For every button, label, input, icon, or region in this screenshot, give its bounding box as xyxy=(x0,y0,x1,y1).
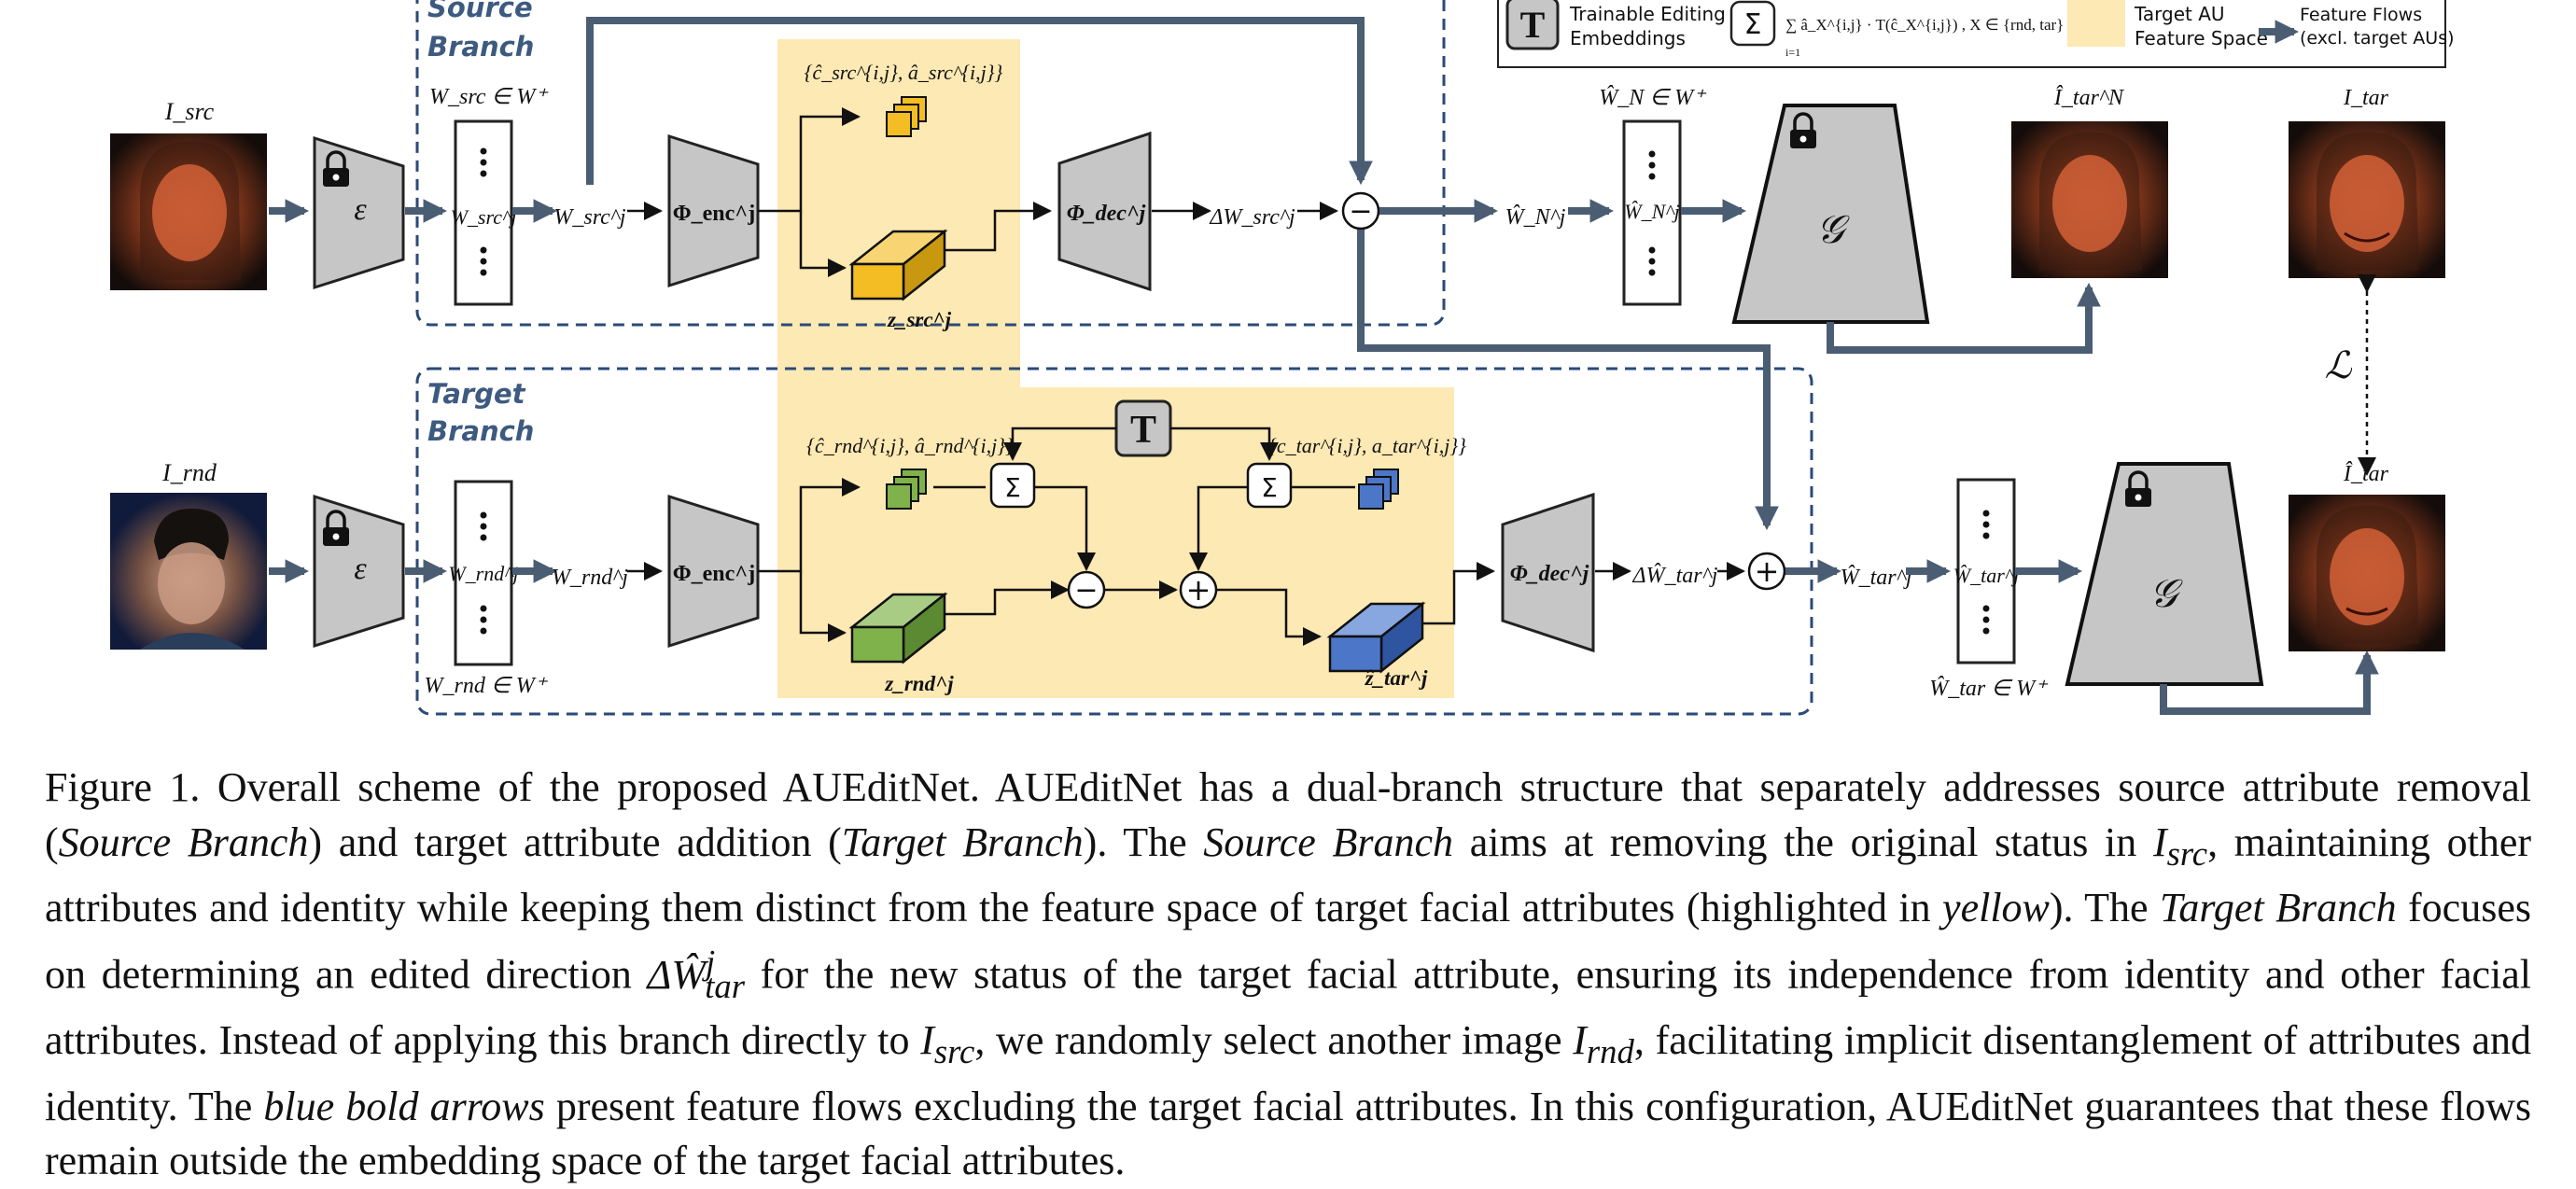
svg-text:Target AU: Target AU xyxy=(2134,3,2225,25)
rnd-code-cubes xyxy=(886,469,927,510)
phi-dec-src xyxy=(1057,131,1152,292)
svg-text:Trainable Editing: Trainable Editing xyxy=(1569,3,1726,25)
minus-op-src xyxy=(1341,191,1380,231)
plus-op-final xyxy=(1747,552,1786,591)
z-src-cube xyxy=(848,229,948,301)
svg-text:(excl. target AUs): (excl. target AUs) xyxy=(2300,28,2455,49)
generator-src xyxy=(1731,104,1930,324)
target-branch-label-2: Branch xyxy=(427,415,534,447)
delta-tar-label: ΔŴ_tar^j xyxy=(1632,563,1718,588)
minus-op-rnd xyxy=(1067,570,1106,609)
sum-op-rnd xyxy=(989,462,1036,509)
lock-icon xyxy=(1790,112,1816,148)
svg-text:Σ: Σ xyxy=(1261,472,1278,503)
svg-text:+: + xyxy=(1186,572,1211,608)
lock-icon xyxy=(323,510,349,546)
source-branch-box xyxy=(415,0,1446,327)
svg-text:Feature Flows: Feature Flows xyxy=(2300,5,2422,25)
w-n-j-in-label: Ŵ_N^j xyxy=(1624,200,1679,223)
w-src-j-in-label: W_src^j xyxy=(451,205,517,229)
svg-text:Feature Space: Feature Space xyxy=(2135,27,2268,49)
svg-text:+: + xyxy=(1755,553,1780,589)
svg-text:T: T xyxy=(1520,4,1546,46)
sum-legend-icon xyxy=(1729,0,1776,47)
w-src-space-label: W_src ∈ W⁺ xyxy=(429,85,549,109)
target-branch-label-1: Target xyxy=(427,378,526,410)
image-rnd-face xyxy=(110,493,267,650)
image-tar-hat-face xyxy=(2289,495,2445,651)
src-code-cubes xyxy=(886,96,927,137)
tar-code-cubes xyxy=(1358,469,1399,510)
bypass-flow-src xyxy=(586,17,1373,186)
svg-text:Σ: Σ xyxy=(1744,8,1762,41)
encoder-e-src-label: ε xyxy=(354,192,367,227)
figure-caption: Figure 1. Overall scheme of the proposed… xyxy=(45,764,2532,1184)
phi-enc-rnd-label: Φ_enc^j xyxy=(673,562,756,586)
lock-icon xyxy=(323,150,349,187)
phi-enc-rnd xyxy=(667,494,760,649)
svg-text:−: − xyxy=(1349,195,1372,228)
w-n-space-label: Ŵ_N ∈ W⁺ xyxy=(1599,85,1707,110)
math-i-src-2: Isrc xyxy=(920,1017,975,1071)
target-au-feature-space xyxy=(777,39,1454,698)
z-tar-label: ẑ_tar^j xyxy=(1365,666,1428,690)
trainable-legend-icon xyxy=(1505,0,1560,50)
svg-text:Σ: Σ xyxy=(1004,472,1021,503)
loss-label: ℒ xyxy=(2325,344,2353,386)
phi-dec-tar-label: Φ_dec^j xyxy=(1510,562,1589,586)
image-label-rnd: I_rnd xyxy=(161,459,217,486)
plus-op-tar xyxy=(1179,570,1218,609)
svg-text:∑ â_X^{i,j} · T(ĉ_X^{i,j}) , X: ∑ â_X^{i,j} · T(ĉ_X^{i,j}) , X ∈ {rnd, t… xyxy=(1785,16,2064,34)
c-src-label: {ĉ_src^{i,j}, â_src^{i,j}} xyxy=(805,61,1003,84)
figure-diagram: Source Branch Target Branch T Trainable … xyxy=(110,0,2455,716)
w-rnd-space-label: W_rnd ∈ W⁺ xyxy=(425,674,549,698)
generator-tar xyxy=(2065,462,2264,686)
math-i-src: Isrc xyxy=(2152,818,2208,873)
edited-flow-to-plus xyxy=(1357,230,1779,531)
svg-text:−: − xyxy=(1074,574,1098,607)
phi-dec-src-label: Φ_dec^j xyxy=(1067,202,1146,226)
lock-icon xyxy=(2125,470,2151,507)
w-rnd-j-in-label: W_rnd^j xyxy=(448,562,518,585)
z-rnd-label: z_rnd^j xyxy=(884,672,954,695)
c-rnd-label: {ĉ_rnd^{i,j}, â_rnd^{i,j}} xyxy=(806,434,1014,457)
math-delta-w-tar: ΔŴjtar xyxy=(647,943,745,1005)
w-rnd-j-out-label: W_rnd^j xyxy=(552,566,628,590)
image-label-tar-hat: Î_tar xyxy=(2343,462,2389,486)
encoder-e-rnd-label: ε xyxy=(354,552,367,586)
source-branch-label-1: Source xyxy=(427,0,533,23)
c-tar-label: {c_tar^{i,j}, a_tar^{i,j}} xyxy=(1268,434,1466,457)
z-tar-cube xyxy=(1326,601,1426,674)
svg-text:T: T xyxy=(1130,409,1156,452)
image-label-src: I_src xyxy=(164,98,215,125)
image-label-tar: I_tar xyxy=(2343,86,2389,110)
sum-op-tar xyxy=(1246,462,1293,509)
image-src-face xyxy=(110,133,267,290)
w-tar-space-label: Ŵ_tar ∈ W⁺ xyxy=(1929,676,2049,701)
w-tar-j-out-label: Ŵ_tar^j xyxy=(1841,565,1912,590)
image-tar-n-face xyxy=(2011,121,2168,278)
z-rnd-cube xyxy=(848,592,948,664)
phi-enc-src xyxy=(667,133,760,288)
phi-enc-src-label: Φ_enc^j xyxy=(673,202,756,226)
w-n-j-out-label: Ŵ_N^j xyxy=(1505,204,1566,230)
math-i-rnd: Irnd xyxy=(1573,1017,1634,1071)
w-tar-j-in-label: Ŵ_tar^j xyxy=(1953,564,2019,587)
delta-src-label: ΔW_src^j xyxy=(1209,205,1295,230)
target-branch-box xyxy=(415,367,1813,716)
caption-label: Figure 1. xyxy=(45,764,201,810)
svg-text:Embeddings: Embeddings xyxy=(1570,27,1686,49)
image-label-tar-n: Î_tar^N xyxy=(2053,86,2125,110)
z-src-label: z_src^j xyxy=(887,308,952,331)
source-branch-label-2: Branch xyxy=(427,31,534,63)
au-space-legend-swatch xyxy=(2067,0,2125,47)
w-src-j-out-label: W_src^j xyxy=(553,205,626,230)
phi-dec-tar xyxy=(1501,492,1595,653)
svg-text:i=1: i=1 xyxy=(1785,46,1800,59)
legend: T Trainable Editing Embeddings Σ ∑ â_X^{… xyxy=(1497,0,2455,68)
image-tar-face xyxy=(2289,121,2445,278)
